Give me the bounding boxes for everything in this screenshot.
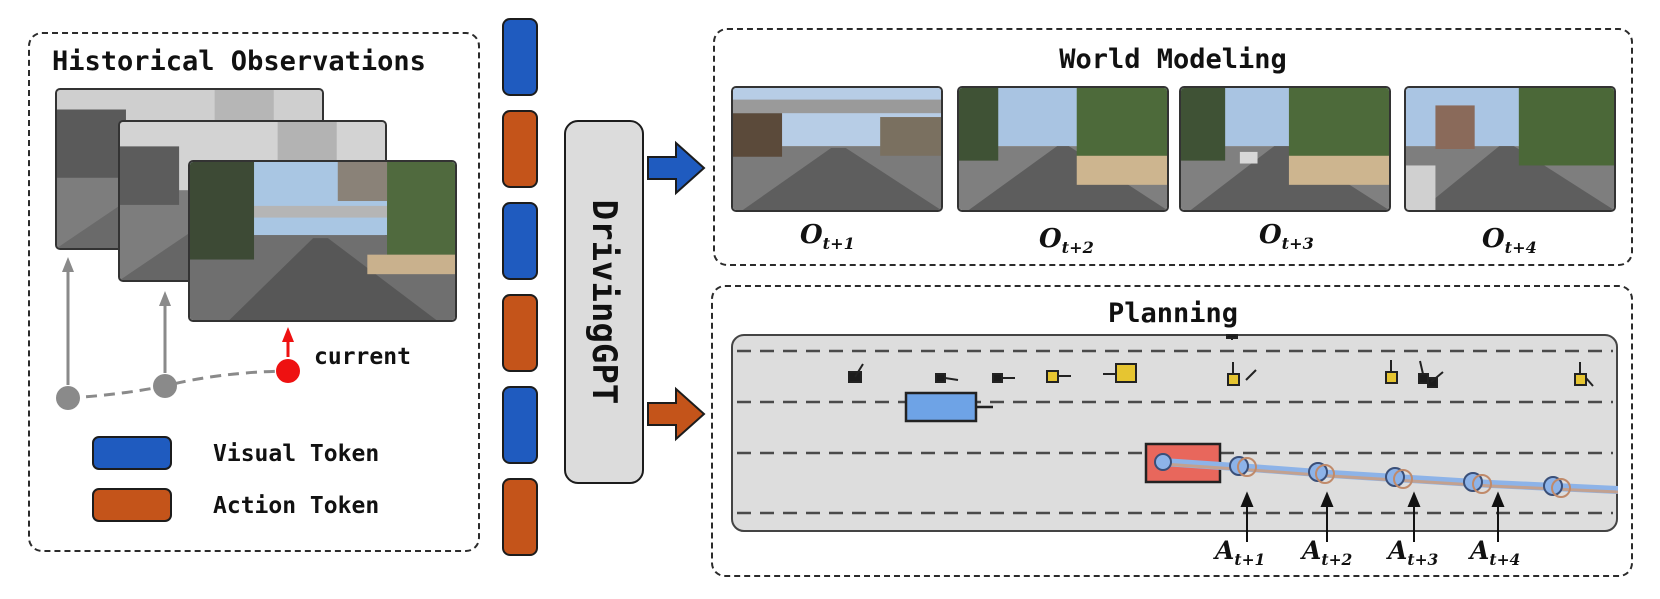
action-token	[502, 110, 538, 188]
legend-visual-label: Visual Token	[213, 441, 380, 467]
frame-label-3: Ot+3	[1259, 220, 1314, 253]
action-label-1: At+1	[1215, 536, 1265, 569]
visual-token	[502, 202, 538, 280]
frame-subscript: t+4	[1504, 238, 1537, 258]
world-modeling-panel	[713, 28, 1633, 266]
action-subscript: t+4	[1489, 550, 1521, 569]
action-symbol: A	[1302, 536, 1322, 565]
action-symbol: A	[1470, 536, 1490, 565]
drivinggpt-label: DrivingGPT	[584, 199, 624, 405]
action-arrows	[1240, 491, 1505, 542]
action-subscript: t+1	[1234, 550, 1266, 569]
world-modeling-title: World Modeling	[1059, 44, 1287, 75]
legend-action-swatch	[92, 488, 172, 522]
historical-observations-panel	[28, 32, 480, 552]
action-label-4: At+4	[1470, 536, 1520, 569]
action-symbol: A	[1215, 536, 1235, 565]
frame-subscript: t+1	[822, 234, 855, 254]
predicted-frame-2	[957, 86, 1169, 212]
visual-token	[502, 386, 538, 464]
action-label-2: At+2	[1302, 536, 1352, 569]
planning-bev-map	[731, 334, 1618, 532]
action-subscript: t+2	[1321, 550, 1353, 569]
predicted-frame-4	[1404, 86, 1616, 212]
current-frame	[188, 160, 457, 322]
frame-symbol: O	[1482, 224, 1505, 254]
frame-symbol: O	[800, 220, 823, 250]
frame-label-4: Ot+4	[1482, 224, 1537, 257]
legend-visual-swatch	[92, 436, 172, 470]
frame-subscript: t+2	[1061, 238, 1094, 258]
predicted-frame-1	[731, 86, 943, 212]
action-subscript: t+3	[1407, 550, 1439, 569]
legend-action-label: Action Token	[213, 493, 380, 519]
planning-title: Planning	[1107, 298, 1239, 329]
action-label-3: At+3	[1388, 536, 1438, 569]
drivinggpt-box	[564, 120, 644, 484]
visual-token	[502, 18, 538, 96]
history-trajectory	[56, 257, 300, 410]
frame-label-1: Ot+1	[800, 220, 855, 253]
frame-symbol: O	[1259, 220, 1282, 250]
predicted-frame-3	[1179, 86, 1391, 212]
action-token	[502, 294, 538, 372]
historical-observations-title: Historical Observations	[52, 46, 426, 77]
action-token	[502, 478, 538, 556]
current-label: current	[314, 344, 411, 370]
frame-symbol: O	[1039, 224, 1062, 254]
output-arrows	[647, 140, 706, 442]
frame-subscript: t+3	[1281, 234, 1314, 254]
frame-label-2: Ot+2	[1039, 224, 1094, 257]
planning-panel	[711, 285, 1633, 577]
action-symbol: A	[1388, 536, 1408, 565]
